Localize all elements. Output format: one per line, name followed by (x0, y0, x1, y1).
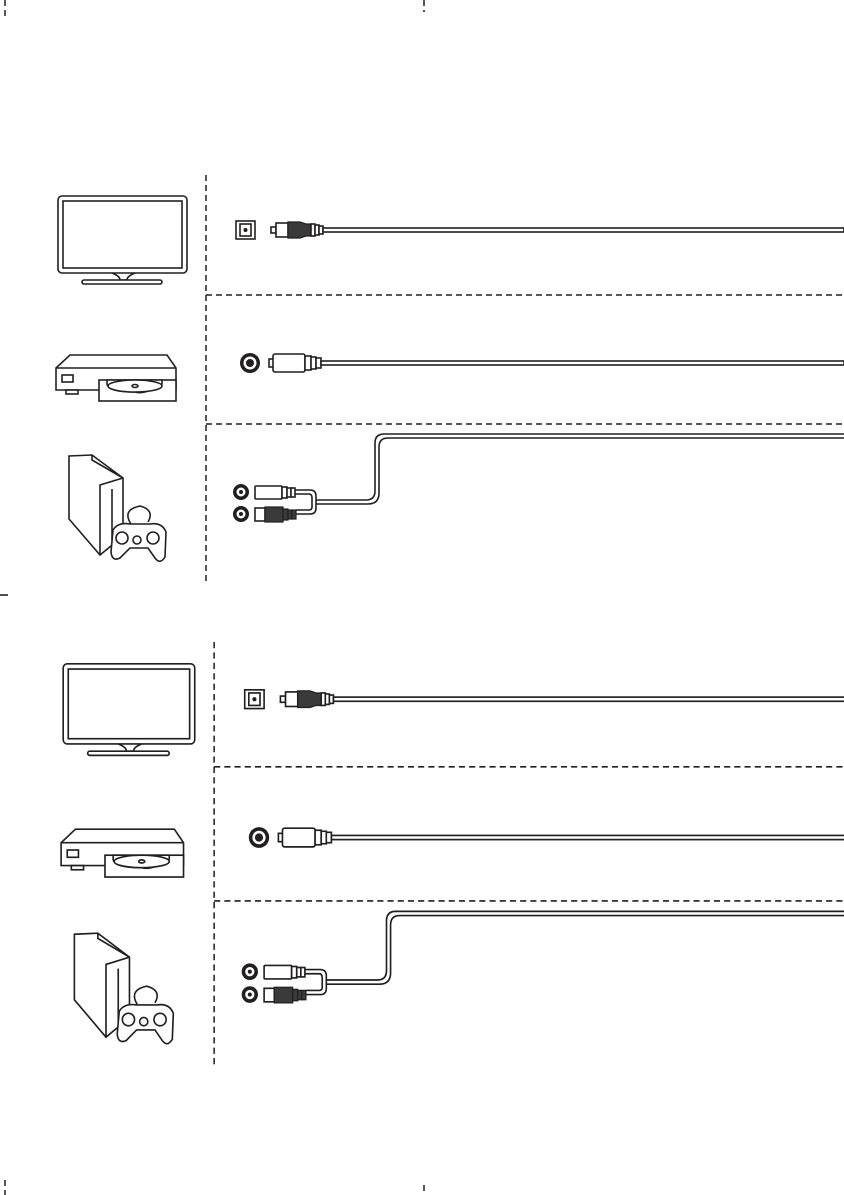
connection-panel-2 (60, 641, 844, 1067)
crop-marks (0, 0, 425, 1195)
connection-panel-1 (55, 174, 844, 583)
